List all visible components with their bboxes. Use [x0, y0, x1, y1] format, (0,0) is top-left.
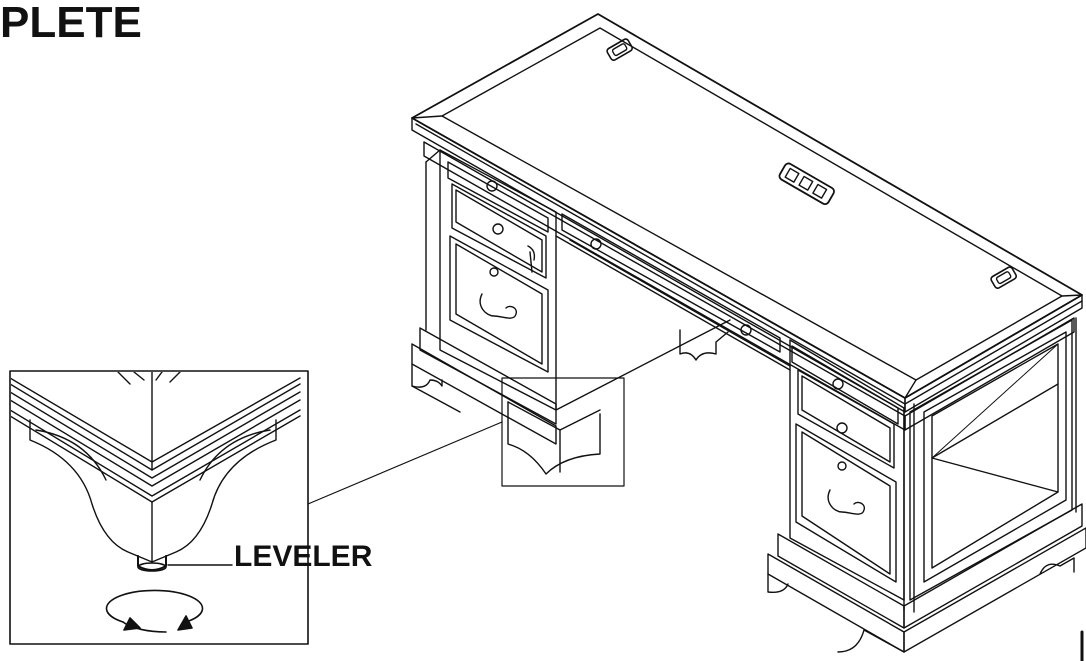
desk-top [411, 13, 1083, 431]
center-drawer [555, 213, 791, 411]
left-pedestal [411, 149, 557, 445]
cable-grommet-right [990, 266, 1017, 289]
detail-marker [501, 377, 625, 487]
callout-leader [307, 421, 503, 505]
rotate-arrows-icon [105, 589, 204, 633]
left-foot [507, 401, 601, 475]
leveler-foot [137, 555, 167, 572]
cable-grommet-left [606, 38, 633, 61]
power-outlet-icon [778, 162, 835, 206]
leveler-detail-inset [9, 370, 309, 645]
leveler-label: LEVELER [234, 540, 373, 573]
page-heading: PLETE [0, 0, 142, 47]
executive-desk [411, 13, 1086, 653]
right-pedestal [767, 317, 1086, 653]
